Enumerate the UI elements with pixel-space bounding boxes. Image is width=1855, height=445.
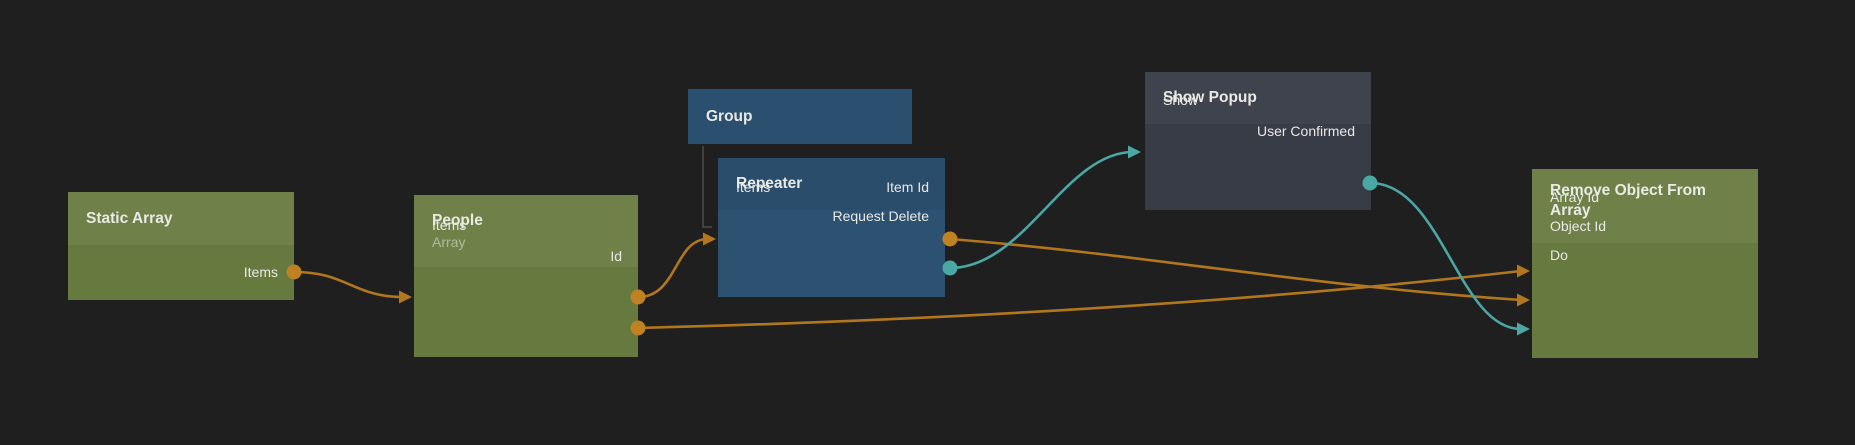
node-body: Array Id Object Id Do — [1532, 189, 1758, 358]
port-user-confirmed-output[interactable]: User Confirmed — [1257, 122, 1355, 140]
port-items-input[interactable]: Items — [736, 178, 770, 196]
node-people[interactable]: People Array Items Id — [414, 195, 638, 357]
wire-people-items-to-repeater-items[interactable] — [637, 232, 716, 299]
port-do-input[interactable]: Do — [1550, 246, 1568, 264]
node-body: Items Item Id Request Delete — [718, 179, 945, 297]
port-item-id-output[interactable]: Item Id — [886, 178, 929, 196]
node-title: Remove Object From Array — [1550, 182, 1706, 219]
wire-static-array-items-to-people-items[interactable] — [293, 270, 412, 304]
port-label: Object Id — [1550, 218, 1607, 234]
node-show-popup[interactable]: Show Popup Show User Confirmed — [1145, 72, 1371, 210]
port-label: Items — [432, 217, 467, 233]
port-items[interactable]: Items — [432, 216, 466, 234]
wire-show-popup-user-confirmed-to-remove-do[interactable] — [1369, 181, 1530, 336]
port-label: Show — [1163, 92, 1199, 108]
port-label: Item Id — [886, 179, 929, 195]
node-subtitle: Array — [432, 234, 466, 250]
node-static-array[interactable]: Static Array Items — [68, 192, 294, 300]
node-body: Items Id — [414, 217, 638, 357]
port-items-output[interactable]: Items — [244, 263, 278, 281]
wire-repeater-item-id-to-remove-object-id[interactable] — [949, 237, 1530, 307]
port-label: Do — [1550, 247, 1568, 263]
wire-repeater-request-delete-to-show-popup-show[interactable] — [949, 145, 1141, 270]
group-child-connector-line — [702, 146, 712, 228]
node-group[interactable]: Group — [688, 89, 912, 144]
port-label: User Confirmed — [1256, 123, 1355, 139]
node-title: People — [432, 212, 483, 229]
node-header[interactable]: Static Array — [68, 192, 294, 245]
port-label: Array Id — [1550, 189, 1600, 205]
node-title: Show Popup — [1163, 89, 1257, 106]
port-label: Id — [610, 248, 622, 264]
port-label: Request Delete — [832, 208, 929, 224]
node-repeater[interactable]: Repeater Items Item Id Request Delete — [718, 158, 945, 297]
node-header[interactable]: Show Popup — [1145, 72, 1371, 124]
node-header[interactable]: Remove Object From Array — [1532, 169, 1758, 243]
port-label: Items — [243, 264, 278, 280]
port-array-id-input[interactable]: Array Id — [1550, 188, 1599, 206]
node-title: Group — [706, 107, 753, 125]
port-object-id-input[interactable]: Object Id — [1550, 217, 1606, 235]
node-body: Show User Confirmed — [1145, 92, 1371, 210]
port-request-delete-output[interactable]: Request Delete — [832, 207, 929, 225]
node-title: Static Array — [86, 209, 173, 227]
node-body: Items — [68, 245, 294, 300]
port-id-output[interactable]: Id — [610, 247, 622, 265]
node-title: Repeater — [736, 175, 803, 192]
port-label: Items — [736, 179, 771, 195]
node-header[interactable]: Repeater — [718, 158, 945, 210]
node-header[interactable]: People Array — [414, 195, 638, 267]
port-show-input[interactable]: Show — [1163, 91, 1198, 109]
node-remove-object-from-array[interactable]: Remove Object From Array Array Id Object… — [1532, 169, 1758, 358]
